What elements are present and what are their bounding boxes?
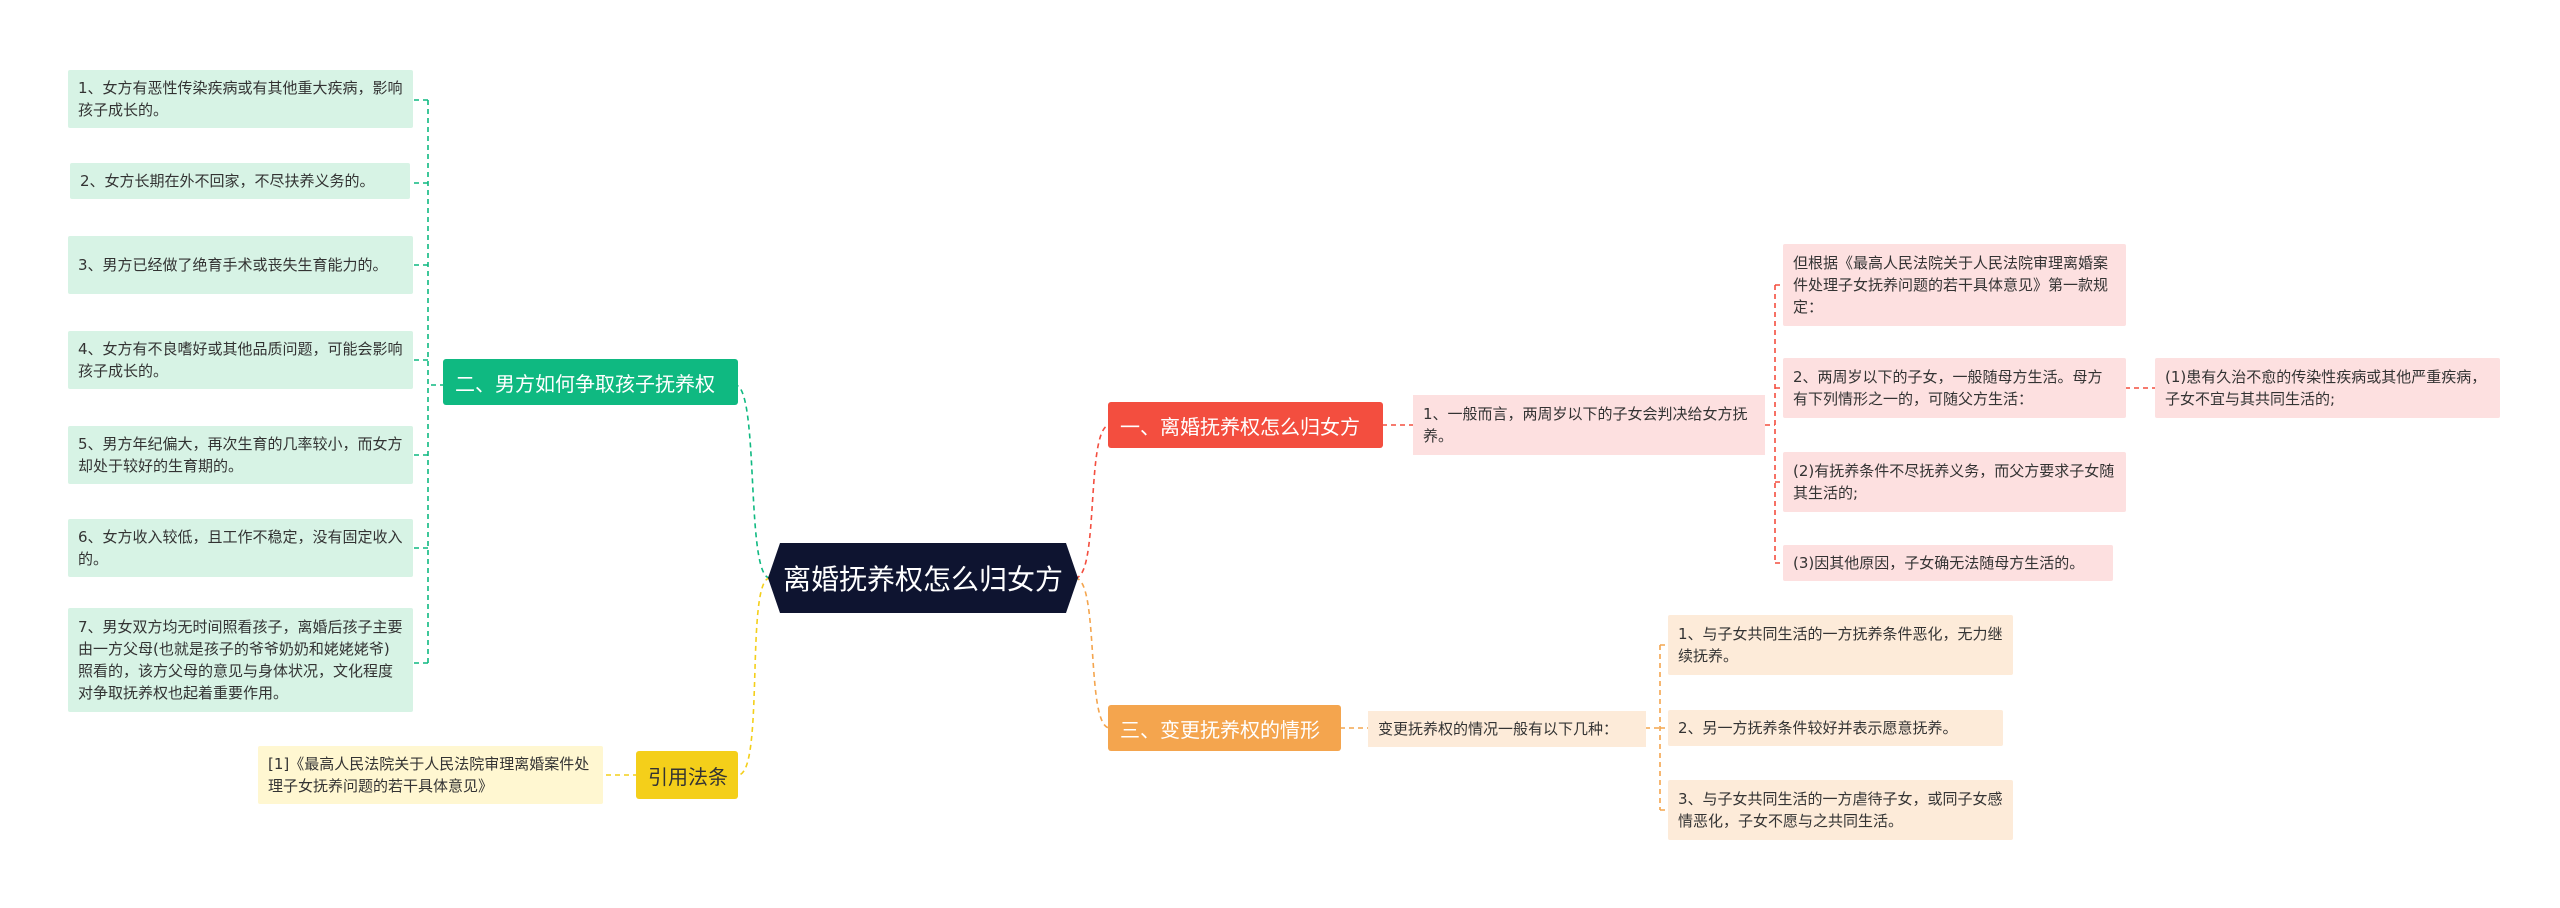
branch-male-custody[interactable]: 二、男方如何争取孩子抚养权	[443, 359, 738, 405]
list-item[interactable]: 1、与子女共同生活的一方抚养条件恶化，无力继续抚养。	[1668, 615, 2013, 675]
branch-custody-change-label: 三、变更抚养权的情形	[1120, 717, 1320, 742]
branch-cited-law-label: 引用法条	[648, 764, 728, 789]
list-item[interactable]: (3)因其他原因，子女确无法随母方生活的。	[1783, 545, 2113, 581]
list-item[interactable]: 2、两周岁以下的子女，一般随母方生活。母方有下列情形之一的，可随父方生活：	[1783, 358, 2126, 418]
law-citation-item[interactable]: [1]《最高人民法院关于人民法院审理离婚案件处理子女抚养问题的若干具体意见》	[258, 746, 603, 804]
root-topic-label: 离婚抚养权怎么归女方	[782, 563, 1063, 596]
list-item[interactable]: 但根据《最高人民法院关于人民法院审理离婚案件处理子女抚养问题的若干具体意见》第一…	[1783, 244, 2126, 326]
list-item[interactable]: 1、女方有恶性传染疾病或有其他重大疾病，影响孩子成长的。	[68, 70, 413, 128]
branch-male-custody-label: 二、男方如何争取孩子抚养权	[455, 371, 715, 396]
branch-custody-to-mother[interactable]: 一、离婚抚养权怎么归女方	[1108, 402, 1383, 448]
branch-custody-change[interactable]: 三、变更抚养权的情形	[1108, 705, 1341, 751]
branch-cited-law[interactable]: 引用法条	[636, 751, 738, 799]
list-item[interactable]: 4、女方有不良嗜好或其他品质问题，可能会影响孩子成长的。	[68, 331, 413, 389]
list-item[interactable]: (2)有抚养条件不尽抚养义务，而父方要求子女随其生活的;	[1783, 452, 2126, 512]
list-item[interactable]: 2、另一方抚养条件较好并表示愿意抚养。	[1668, 710, 2003, 746]
custody-general-rule[interactable]: 1、一般而言，两周岁以下的子女会判决给女方抚养。	[1413, 395, 1765, 455]
list-item[interactable]: 3、男方已经做了绝育手术或丧失生育能力的。	[68, 236, 413, 294]
custody-change-intro[interactable]: 变更抚养权的情况一般有以下几种：	[1368, 711, 1646, 747]
sub-list-item[interactable]: (1)患有久治不愈的传染性疾病或其他严重疾病，子女不宜与其共同生活的;	[2155, 358, 2500, 418]
branch-custody-to-mother-label: 一、离婚抚养权怎么归女方	[1120, 414, 1360, 439]
list-item[interactable]: 5、男方年纪偏大，再次生育的几率较小，而女方却处于较好的生育期的。	[68, 426, 413, 484]
root-hexagon-shape	[768, 543, 1078, 613]
list-item[interactable]: 2、女方长期在外不回家，不尽扶养义务的。	[70, 163, 410, 199]
list-item[interactable]: 7、男女双方均无时间照看孩子，离婚后孩子主要由一方父母(也就是孩子的爷爷奶奶和姥…	[68, 608, 413, 712]
root-topic[interactable]: 离婚抚养权怎么归女方	[768, 543, 1078, 613]
list-item[interactable]: 3、与子女共同生活的一方虐待子女，或同子女感情恶化，子女不愿与之共同生活。	[1668, 780, 2013, 840]
list-item[interactable]: 6、女方收入较低，且工作不稳定，没有固定收入的。	[68, 519, 413, 577]
